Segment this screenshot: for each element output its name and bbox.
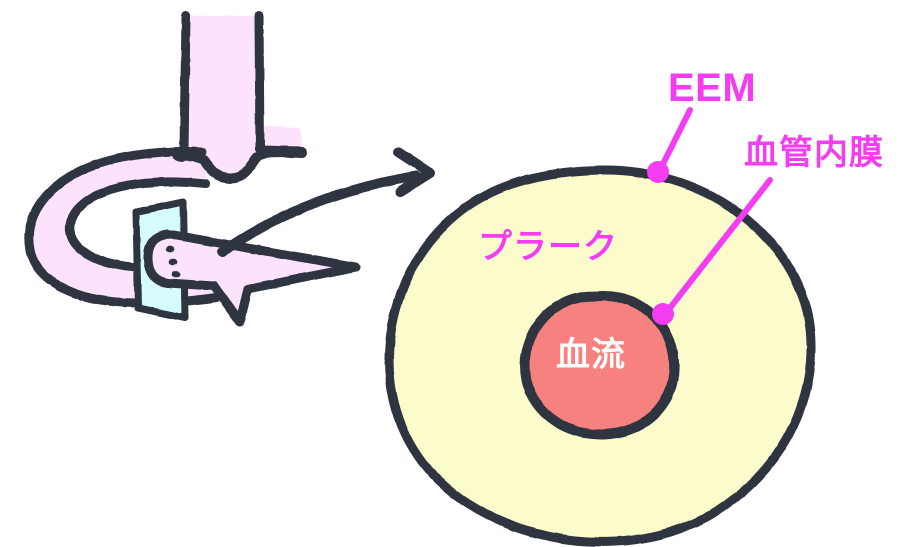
vessel-bifurcation-outline [173, 147, 307, 183]
cross-section-plane-edges [132, 198, 189, 322]
vessel-bottom-wall-outline [25, 245, 221, 308]
leader-lines [657, 107, 773, 316]
arrow-head [393, 147, 435, 197]
label-plaque: プラーク [478, 228, 618, 266]
vessel-branch-outline-left [174, 11, 191, 163]
label-blood-flow: 血流 [556, 336, 626, 374]
vessel-main-body-fill [30, 150, 212, 302]
vessel-top-wall-outline [24, 147, 207, 255]
eem-leader-dot [647, 161, 669, 183]
ivus-catheter-fill [150, 234, 356, 320]
label-vascular-intima: 血管内膜 [744, 134, 884, 172]
transducer-dot-3 [171, 270, 181, 278]
transducer-dots [165, 245, 181, 278]
catheter-top-edge [163, 229, 361, 272]
arrow-shaft [217, 171, 421, 257]
eem-leader-line [657, 107, 693, 173]
catheter-tip-fork [209, 262, 361, 327]
left-scene-vessel-catheter [24, 11, 361, 327]
intima-leader-line [663, 177, 773, 316]
lumen-inner-ring [519, 291, 680, 440]
vessel-upper-branch-fill [182, 16, 302, 176]
transducer-dot-1 [165, 245, 175, 253]
intima-leader-dot [652, 303, 674, 325]
transition-arrow [217, 147, 435, 257]
label-eem: EEM [668, 66, 757, 110]
transducer-dot-2 [168, 258, 178, 266]
catheter-head-curve [143, 229, 173, 288]
leader-dots [647, 161, 674, 325]
catheter-bottom-edge [163, 278, 219, 291]
